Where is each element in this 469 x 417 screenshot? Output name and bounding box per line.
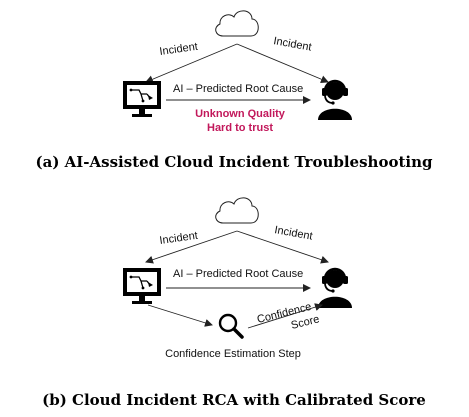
caption-b: (b) Cloud Incident RCA with Calibrated S… bbox=[42, 391, 426, 409]
incident-label-right: Incident bbox=[273, 224, 313, 243]
root-cause-label: AI – Predicted Root Cause bbox=[173, 268, 303, 280]
confidence-step-label: Confidence Estimation Step bbox=[165, 348, 301, 360]
warning-unknown-quality: Unknown Quality bbox=[195, 108, 286, 120]
magnifier-icon bbox=[218, 313, 244, 339]
incident-arrow-right bbox=[236, 43, 329, 83]
engineer-icon bbox=[316, 267, 354, 310]
monitor-icon bbox=[122, 80, 162, 118]
incident-label-right: Incident bbox=[272, 35, 312, 54]
incident-arrow-left bbox=[145, 230, 238, 264]
monitor-to-estimator-arrow bbox=[147, 304, 213, 327]
incident-label-left: Incident bbox=[159, 41, 199, 58]
panel-b: Incident Incident AI – Predicted Root Ca… bbox=[42, 197, 426, 409]
monitor-icon bbox=[122, 267, 162, 305]
incident-arrow-right bbox=[236, 230, 329, 264]
confidence-arrow bbox=[247, 303, 323, 329]
incident-arrow-left bbox=[145, 43, 238, 83]
cloud-icon bbox=[215, 197, 259, 224]
root-cause-label: AI – Predicted Root Cause bbox=[173, 83, 303, 95]
caption-a: (a) AI-Assisted Cloud Incident Troublesh… bbox=[36, 153, 433, 171]
engineer-icon bbox=[316, 79, 354, 122]
cloud-icon bbox=[215, 10, 259, 37]
incident-label-left: Incident bbox=[159, 230, 199, 247]
panel-a: Incident Incident AI – Predicted Root Ca… bbox=[36, 10, 433, 171]
warning-hard-to-trust: Hard to trust bbox=[207, 122, 273, 134]
